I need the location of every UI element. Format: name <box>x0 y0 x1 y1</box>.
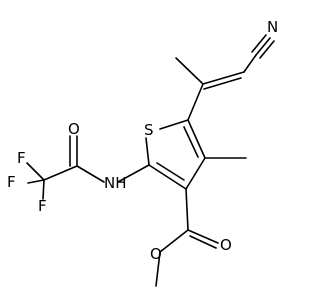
bond-nh-acyl <box>76 165 105 183</box>
bond-vinyl-methyl <box>175 57 204 85</box>
bond-c2-c3-double-a <box>148 164 187 190</box>
atom-label-nitrile-n: N <box>267 18 278 36</box>
bond-ester-carbonyl-b <box>189 235 217 249</box>
structure-diagram: N S O NH F F F O O <box>7 18 278 287</box>
bond-c3-ester-c <box>185 188 189 231</box>
atom-label-f3: F <box>38 197 47 215</box>
bond-c2-c3-double-b <box>156 162 185 181</box>
atom-label-f2: F <box>7 173 16 191</box>
bond-nitrile-triple-a <box>255 37 271 56</box>
bond-c4-c5-double-b <box>183 126 199 158</box>
bond-c2-nh <box>117 164 150 183</box>
bond-ester-c-o <box>159 229 189 253</box>
atom-label-ester-o: O <box>150 245 162 263</box>
atom-label-amide-nh: NH <box>104 174 127 192</box>
atom-label-amide-o: O <box>68 120 80 138</box>
atom-label-f1: F <box>17 149 26 167</box>
bond-vinyl-ring <box>187 83 204 121</box>
bond-cf3-f1 <box>26 162 45 181</box>
bond-cf3-f2 <box>27 179 45 184</box>
bond-c3-c4 <box>185 157 206 190</box>
chemical-structure-canvas: N S O NH F F F O O <box>7 18 278 287</box>
bond-acyl-cf3 <box>43 165 78 181</box>
bond-s-c2 <box>145 137 150 166</box>
atom-label-ester-carbonyl-o: O <box>220 236 232 254</box>
bond-cn-ch <box>243 54 257 73</box>
bonds <box>26 34 275 287</box>
bond-ester-carbonyl-a <box>187 229 219 244</box>
atom-labels: N S O NH F F F O O <box>7 18 278 263</box>
bond-nitrile-triple-c <box>259 40 275 59</box>
atom-label-ring-s: S <box>144 121 154 139</box>
bond-vinyl-double-b <box>203 77 242 90</box>
bond-c5-s <box>159 119 189 130</box>
bond-cf3-f3 <box>42 179 45 200</box>
bond-nitrile-triple-b <box>251 34 267 53</box>
bond-c4-c5-double-a <box>187 119 206 159</box>
bond-o-methyl <box>155 251 161 287</box>
bond-vinyl-double-a <box>202 71 245 85</box>
